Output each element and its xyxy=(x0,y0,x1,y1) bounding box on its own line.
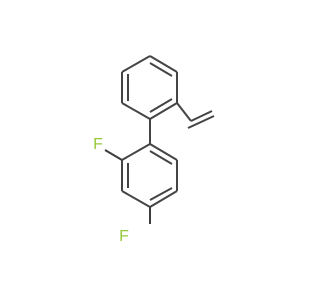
double-bond-inner xyxy=(187,115,215,129)
double-bond-inner xyxy=(149,187,173,201)
bond xyxy=(121,102,151,120)
double-bond-inner xyxy=(149,150,173,165)
bond xyxy=(149,190,178,208)
bond xyxy=(149,143,178,161)
bond xyxy=(149,55,178,73)
bond xyxy=(121,55,151,73)
atom-label-fluorine-top: F xyxy=(93,136,103,153)
c-f-bond xyxy=(104,149,123,161)
atom-label-fluorine-bottom: F xyxy=(119,228,129,245)
lower-ring xyxy=(121,143,178,208)
bond xyxy=(176,102,192,122)
molecule-structure: F F xyxy=(93,55,215,245)
bond xyxy=(121,190,151,208)
bond xyxy=(190,110,213,122)
bond xyxy=(121,143,151,161)
double-bond-inner xyxy=(149,62,173,77)
upper-ring xyxy=(121,55,178,120)
double-bond-inner xyxy=(149,98,173,113)
bond xyxy=(149,102,178,120)
vinyl-group xyxy=(176,102,215,129)
